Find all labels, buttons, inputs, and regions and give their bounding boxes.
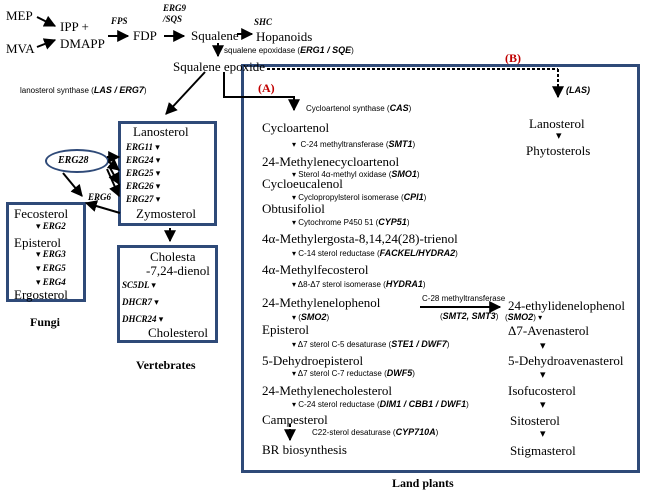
fungi-box bbox=[6, 202, 86, 302]
hopanoids-label: Hopanoids bbox=[256, 29, 313, 44]
isofucosterol-arrow-icon: ▾ bbox=[540, 399, 546, 411]
smt2-smt3-label: (SMT2, SMT3) bbox=[440, 311, 499, 321]
erg26-enzyme: ERG26 ▾ bbox=[126, 181, 161, 191]
dwf5-label: ▾ Δ7 sterol C-7 reductase (DWF5) bbox=[292, 368, 415, 378]
cholesterol-label: Cholesterol bbox=[148, 325, 208, 340]
fps-enzyme: FPS bbox=[111, 16, 128, 26]
obtusifoliol-label: Obtusifoliol bbox=[262, 201, 325, 216]
squalene-epoxide-label: Squalene epoxide bbox=[173, 59, 266, 74]
cholesta-label-line1: Cholesta bbox=[150, 249, 196, 264]
avenasterol-label: Δ7-Avenasterol bbox=[508, 323, 590, 338]
fecosterol-label: Fecosterol bbox=[14, 206, 69, 221]
methylenecycloartenol-label: 24-Methylenecycloartenol bbox=[262, 154, 400, 169]
dehydroepisterol-label: 5-Dehydroepisterol bbox=[262, 353, 364, 368]
zymosterol-label: Zymosterol bbox=[136, 206, 196, 221]
erg24-enzyme: ERG24 ▾ bbox=[126, 155, 161, 165]
smt1-label: ▾ C-24 methyltransferase (SMT1) bbox=[292, 139, 416, 149]
sc5dl-enzyme: SC5DL ▾ bbox=[122, 280, 156, 290]
methylenecholesterol-label: 24-Methylenecholesterol bbox=[262, 383, 392, 398]
phytosterols-arrow-icon: ▾ bbox=[556, 130, 562, 142]
methylenelophenol-label: 24-Methylenelophenol bbox=[262, 295, 381, 310]
c28-methyltransferase-label: C-28 methyltransferase bbox=[422, 294, 506, 303]
ipp-label: IPP + bbox=[60, 19, 89, 34]
br-biosynthesis-label: BR biosynthesis bbox=[262, 442, 347, 457]
lanosterol-synthase-label: lanosterol synthase (LAS / ERG7) bbox=[20, 85, 147, 95]
methylfecosterol-label: 4α-Methylfecosterol bbox=[262, 262, 369, 277]
hydra1-label: ▾ Δ8-Δ7 sterol isomerase (HYDRA1) bbox=[292, 279, 426, 289]
erg11-enzyme: ERG11 ▾ bbox=[126, 142, 160, 152]
cas-label: Cycloartenol synthase (CAS) bbox=[306, 103, 412, 113]
cholesta-label-line2: -7,24-dienol bbox=[146, 263, 210, 278]
dehydroavenasterol-arrow-icon: ▾ bbox=[540, 369, 546, 381]
land-plants-label: Land plants bbox=[392, 476, 454, 490]
ste1-label: ▾ Δ7 sterol C-5 desaturase (STE1 / DWF7) bbox=[292, 339, 450, 349]
sitosterol-arrow-icon: ▾ bbox=[540, 428, 546, 440]
dmapp-label: DMAPP bbox=[60, 36, 105, 51]
erg28-enzyme: ERG28 bbox=[58, 155, 89, 166]
smo2-right-label: (SMO2) ▾ bbox=[505, 312, 543, 322]
cycloartenol-label: Cycloartenol bbox=[262, 120, 330, 135]
dhcr24-enzyme: DHCR24 ▾ bbox=[122, 314, 164, 324]
vertebrates-box bbox=[117, 245, 218, 343]
stigmasterol-label: Stigmasterol bbox=[510, 443, 576, 458]
smo2-left-label: ▾ (SMO2) bbox=[292, 312, 330, 322]
fdp-label: FDP bbox=[133, 28, 157, 43]
erg27-enzyme: ERG27 ▾ bbox=[126, 194, 161, 204]
avenasterol-arrow-icon: ▾ bbox=[540, 340, 546, 352]
dhcr7-enzyme: DHCR7 ▾ bbox=[122, 297, 159, 307]
dim1-label: ▾ C-24 sterol reductase (DIM1 / CBB1 / D… bbox=[292, 399, 469, 409]
vertebrates-label: Vertebrates bbox=[136, 358, 196, 372]
erg6-enzyme: ERG6 bbox=[88, 192, 112, 202]
erg9-enzyme: ERG9 bbox=[163, 3, 187, 13]
land-plants-box bbox=[241, 64, 640, 473]
erg4-enzyme: ▾ ERG4 bbox=[36, 277, 66, 287]
cyp51-label: ▾ Cytochrome P450 51 (CYP51) bbox=[292, 217, 410, 227]
erg2-enzyme: ▾ ERG2 bbox=[36, 221, 66, 231]
branch-b-marker: (B) bbox=[505, 51, 521, 65]
squalene-label: Squalene bbox=[191, 28, 239, 43]
lanosterol-b-label: Lanosterol bbox=[529, 116, 585, 131]
cyp710a-label: C22-sterol desaturase (CYP710A) bbox=[312, 427, 439, 437]
phytosterols-label: Phytosterols bbox=[526, 143, 591, 158]
branch-a-marker: (A) bbox=[258, 81, 275, 95]
episterol-plants-label: Episterol bbox=[262, 322, 309, 337]
shc-enzyme: SHC bbox=[254, 17, 273, 27]
cycloeucalenol-label: Cycloeucalenol bbox=[262, 176, 343, 191]
episterol-fungi-label: Episterol bbox=[14, 235, 61, 250]
las-branch-label: (LAS) bbox=[566, 85, 590, 95]
campesterol-label: Campesterol bbox=[262, 412, 328, 427]
trienol-label: 4α-Methylergosta-8,14,24(28)-trienol bbox=[262, 231, 458, 246]
ergosterol-label: Ergosterol bbox=[14, 287, 68, 302]
ethylidenelophenol-label: 24-ethylidenelophenol bbox=[508, 298, 625, 313]
sqs-enzyme: /SQS bbox=[163, 14, 183, 24]
squalene-epoxidase-label: squalene epoxidase (ERG1 / SQE) bbox=[224, 45, 354, 55]
mva-label: MVA bbox=[6, 41, 35, 56]
cpi1-label: ▾ Cyclopropylsterol isomerase (CPI1) bbox=[292, 192, 427, 202]
smo1-label: ▾ Sterol 4α-methyl oxidase (SMO1) bbox=[292, 169, 420, 179]
sitosterol-label: Sitosterol bbox=[510, 413, 560, 428]
isofucosterol-label: Isofucosterol bbox=[508, 383, 576, 398]
fungi-label: Fungi bbox=[30, 315, 61, 329]
mep-label: MEP bbox=[6, 8, 33, 23]
erg25-enzyme: ERG25 ▾ bbox=[126, 168, 161, 178]
dehydroavenasterol-label: 5-Dehydroavenasterol bbox=[508, 353, 624, 368]
erg5-enzyme: ▾ ERG5 bbox=[36, 263, 66, 273]
erg3-enzyme: ▾ ERG3 bbox=[36, 249, 66, 259]
fackel-label: ▾ C-14 sterol reductase (FACKEL/HYDRA2) bbox=[292, 248, 458, 258]
lanosterol-label: Lanosterol bbox=[133, 124, 189, 139]
